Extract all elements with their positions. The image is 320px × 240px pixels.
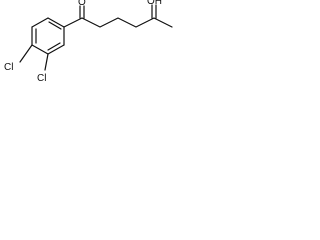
ring-bond xyxy=(31,44,49,55)
carboxylic-acid-group: OH xyxy=(147,0,162,19)
ring-to-carbonyl-bond xyxy=(63,17,83,28)
chlorine-label-lower: Cl xyxy=(37,73,46,84)
c-cl-bond-upper xyxy=(19,44,33,63)
benzene-ring xyxy=(31,17,65,55)
ring-bond xyxy=(47,44,65,55)
structural-formula-diagram: O OH Cl Cl xyxy=(4,0,173,84)
ring-inner-double-bond xyxy=(47,42,61,51)
chlorine-substituents: Cl Cl xyxy=(4,44,49,84)
c-cl-bond-lower xyxy=(44,53,49,71)
carbon-chain-bonds xyxy=(81,17,173,28)
ketone-oxygen-label: O xyxy=(78,0,86,8)
ring-inner-double-bond xyxy=(48,21,62,30)
ring-bond xyxy=(47,17,65,28)
heptanoic-chain xyxy=(81,17,173,28)
acid-oxygen-label: OH xyxy=(147,0,162,7)
ketone-group: O xyxy=(63,0,86,28)
ring-bond xyxy=(31,17,49,28)
chlorine-label-upper: Cl xyxy=(4,62,13,73)
